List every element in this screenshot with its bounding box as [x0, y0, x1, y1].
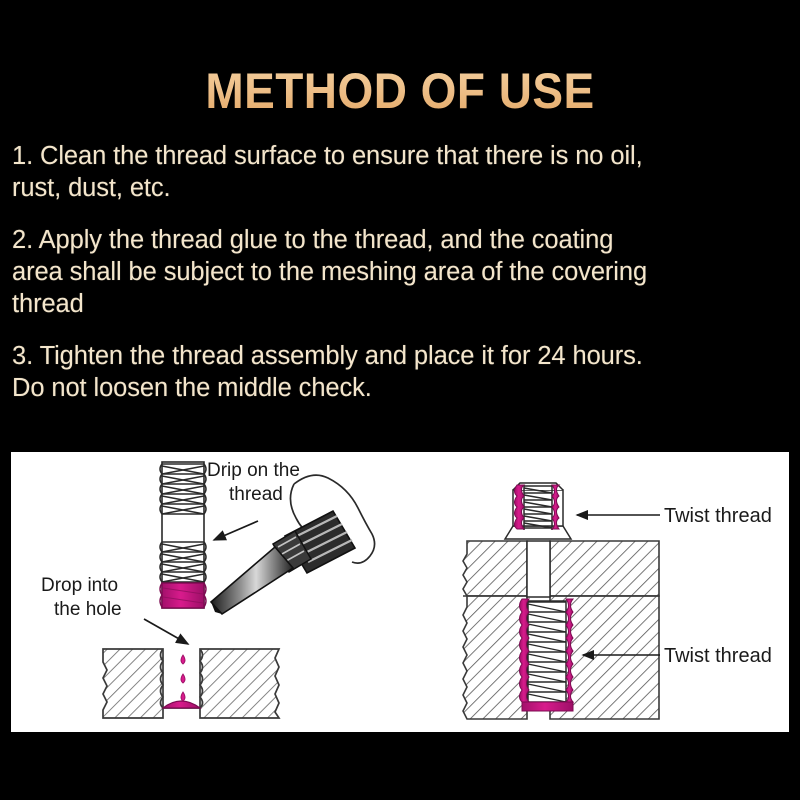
label-drop-into-hole: Drop into the hole	[41, 575, 122, 620]
instruction-step-3: 3. Tighten the thread assembly and place…	[12, 342, 643, 402]
glue-on-bolt-tip	[159, 582, 207, 609]
label-drop-line1: Drop into	[41, 575, 118, 596]
glue-on-engaged-threads	[519, 598, 575, 712]
engaged-threads-in-block	[519, 598, 575, 712]
bolt-lower-threads	[161, 541, 205, 583]
left-diagram-drip-into-hole: Drip on the thread	[41, 460, 376, 719]
instruction-list: 1. Clean the thread surface to ensure th…	[12, 140, 794, 404]
label-twist-thread-top-text: Twist thread	[664, 505, 772, 527]
drop-arrow	[143, 618, 190, 645]
label-drip-line2: thread	[229, 484, 283, 505]
applicator-nozzle	[209, 545, 295, 616]
label-twist-thread-top: Twist thread	[575, 505, 772, 527]
bolt-head-nut	[503, 482, 573, 540]
bolt-illustration	[159, 461, 207, 609]
label-drip-on-thread: Drip on the thread	[207, 460, 300, 505]
workpiece-block-with-hole	[102, 648, 281, 719]
glue-droplets	[180, 654, 186, 702]
bolt-upper-threads	[161, 463, 205, 515]
assembly-block	[462, 540, 660, 720]
right-diagram-twist-thread: Twist thread Twist thread	[462, 482, 772, 720]
label-drop-line2: the hole	[54, 599, 122, 620]
instruction-step-1: 1. Clean the thread surface to ensure th…	[12, 142, 643, 202]
label-twist-thread-bottom-text: Twist thread	[664, 645, 772, 667]
glue-on-head-threads	[514, 484, 561, 530]
glue-pool-in-hole	[161, 700, 202, 709]
label-drip-line1: Drip on the	[207, 460, 300, 481]
instruction-step-2: 2. Apply the thread glue to the thread, …	[12, 226, 648, 318]
glue-applicator-bottle	[209, 474, 376, 616]
bolt-shank	[526, 540, 551, 598]
diagram-panel: Drip on the thread	[11, 452, 789, 732]
applicator-cap	[271, 509, 357, 575]
drip-arrow	[212, 520, 259, 541]
page-title: METHOD OF USE	[32, 64, 768, 118]
label-twist-thread-bottom: Twist thread	[581, 645, 772, 667]
